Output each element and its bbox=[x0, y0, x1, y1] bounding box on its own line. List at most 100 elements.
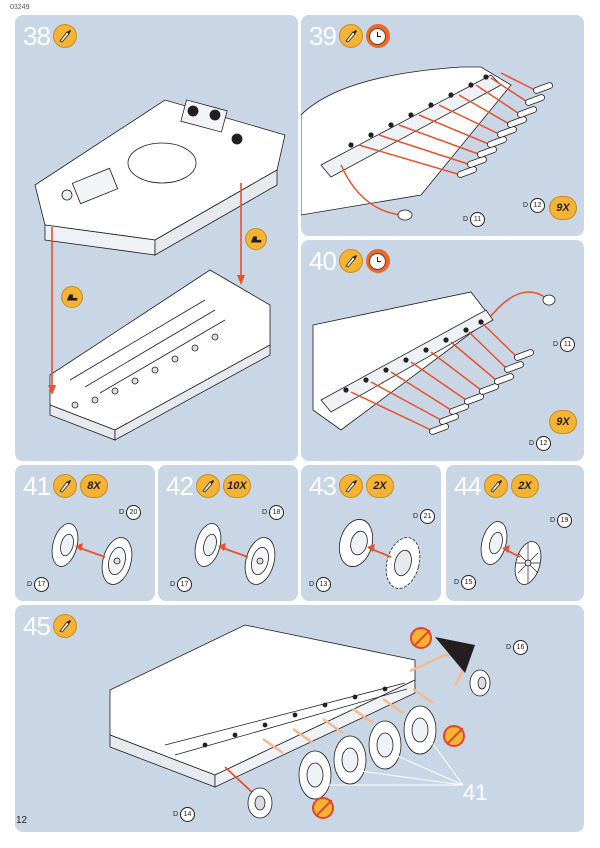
step-40-header: 40 bbox=[309, 246, 390, 276]
step-40-panel: 40 bbox=[301, 240, 584, 461]
part-label-d17: D 17 bbox=[170, 577, 193, 592]
part-prefix: D bbox=[27, 581, 33, 588]
road-wheel-parts bbox=[194, 523, 276, 585]
document-code: 03249 bbox=[10, 4, 30, 11]
drying-time-clock-icon bbox=[365, 249, 390, 273]
upper-hull-drawing bbox=[34, 99, 286, 256]
glue-icon bbox=[338, 474, 363, 498]
assembly-arrow bbox=[76, 546, 106, 558]
part-number: 19 bbox=[557, 513, 573, 528]
part-prefix: D bbox=[262, 509, 268, 516]
part-label-d19: D 19 bbox=[550, 513, 573, 528]
assembly-arrow bbox=[224, 766, 256, 796]
road-wheels bbox=[247, 669, 491, 819]
part-prefix: D bbox=[463, 216, 469, 223]
quantity-badge: 9X bbox=[549, 196, 577, 220]
part-number: 14 bbox=[180, 807, 196, 822]
step-39-illustration bbox=[301, 66, 553, 221]
part-prefix: D bbox=[529, 440, 535, 447]
step-39-panel: 39 bbox=[301, 15, 584, 236]
part-number: 15 bbox=[461, 575, 477, 590]
part-prefix: D bbox=[553, 341, 559, 348]
step-number: 41 bbox=[23, 471, 51, 501]
step-44-panel: 44 2X D 19 D 15 bbox=[446, 465, 584, 601]
glue-icon bbox=[483, 474, 508, 498]
glue-icon bbox=[52, 474, 77, 498]
step-number: 40 bbox=[309, 246, 337, 276]
clamp-icon bbox=[245, 228, 267, 250]
no-glue-icon bbox=[312, 797, 334, 819]
step-reference-callout: 41 bbox=[463, 780, 488, 805]
step-45-panel: 45 bbox=[15, 605, 584, 832]
step-42-illustration bbox=[194, 523, 276, 585]
part-number: 13 bbox=[316, 577, 332, 592]
step-number: 39 bbox=[309, 21, 337, 51]
idler-wheel-parts bbox=[480, 521, 542, 585]
quantity-badge: 8X bbox=[79, 474, 108, 498]
callout-lines bbox=[325, 739, 464, 786]
glue-icon bbox=[52, 614, 77, 638]
step-42-header: 42 10X bbox=[166, 471, 251, 501]
lower-hull-drawing bbox=[49, 269, 271, 441]
part-number: 17 bbox=[34, 577, 50, 592]
quantity-badge: 2X bbox=[365, 474, 394, 498]
assembly-arrows bbox=[48, 183, 245, 395]
step-number: 44 bbox=[454, 471, 482, 501]
part-prefix: D bbox=[550, 517, 556, 524]
part-number: 12 bbox=[530, 198, 546, 213]
drive-sprocket-parts bbox=[338, 519, 421, 589]
step-44-illustration bbox=[480, 521, 542, 585]
part-prefix: D bbox=[119, 509, 125, 516]
part-number: 18 bbox=[269, 505, 285, 520]
assembly-arrow bbox=[219, 546, 249, 558]
glue-icon bbox=[195, 474, 220, 498]
step-38-header: 38 bbox=[23, 21, 77, 51]
part-number: 11 bbox=[470, 212, 486, 227]
no-glue-icon bbox=[443, 725, 465, 747]
part-label-d20: D 20 bbox=[119, 505, 142, 520]
part-number: 16 bbox=[513, 640, 529, 655]
part-label-d12: D 12 bbox=[523, 198, 546, 213]
quantity-badge: 10X bbox=[222, 474, 251, 498]
assembly-arrows bbox=[262, 653, 465, 755]
assembly-arrows bbox=[340, 72, 538, 216]
swing-arm-parts bbox=[429, 294, 556, 435]
part-label-d16: D 16 bbox=[506, 640, 529, 655]
detail-callout-pointer bbox=[435, 637, 475, 673]
part-prefix: D bbox=[523, 202, 529, 209]
part-prefix: D bbox=[173, 811, 179, 818]
no-glue-icon bbox=[410, 627, 432, 649]
part-prefix: D bbox=[506, 644, 512, 651]
step-41-illustration bbox=[51, 523, 133, 585]
part-label-d14: D 14 bbox=[173, 807, 196, 822]
part-label-d18: D 18 bbox=[262, 505, 285, 520]
part-number: 17 bbox=[177, 577, 193, 592]
step-45-header: 45 bbox=[23, 611, 77, 641]
assembly-arrows bbox=[350, 291, 547, 431]
step-42-panel: 42 10X D 18 D 17 bbox=[158, 465, 298, 601]
step-43-header: 43 2X bbox=[309, 471, 394, 501]
clamp-icon bbox=[61, 286, 83, 308]
part-label-d21: D 21 bbox=[413, 509, 436, 524]
part-label-d17: D 17 bbox=[27, 577, 50, 592]
step-number: 38 bbox=[23, 21, 51, 51]
part-number: 20 bbox=[126, 505, 142, 520]
part-label-d15: D 15 bbox=[454, 575, 477, 590]
quantity-badge: 9X bbox=[549, 410, 577, 434]
hull-drawing bbox=[109, 624, 416, 788]
part-label-d11: D 11 bbox=[463, 212, 486, 227]
part-prefix: D bbox=[454, 579, 460, 586]
step-38-panel: 38 bbox=[15, 15, 298, 461]
step-number: 45 bbox=[23, 611, 51, 641]
part-number: 11 bbox=[560, 337, 576, 352]
glue-icon bbox=[338, 249, 363, 273]
step-40-illustration bbox=[312, 291, 556, 435]
part-label-d12: D 12 bbox=[529, 436, 552, 451]
drying-time-clock-icon bbox=[365, 24, 390, 48]
step-41-header: 41 8X bbox=[23, 471, 108, 501]
swing-arm-parts bbox=[397, 82, 553, 221]
step-43-illustration bbox=[338, 519, 421, 589]
quantity-badge: 2X bbox=[510, 474, 539, 498]
step-43-panel: 43 2X D 21 D 13 bbox=[301, 465, 441, 601]
step-41-panel: 41 8X D 20 D 17 bbox=[15, 465, 155, 601]
